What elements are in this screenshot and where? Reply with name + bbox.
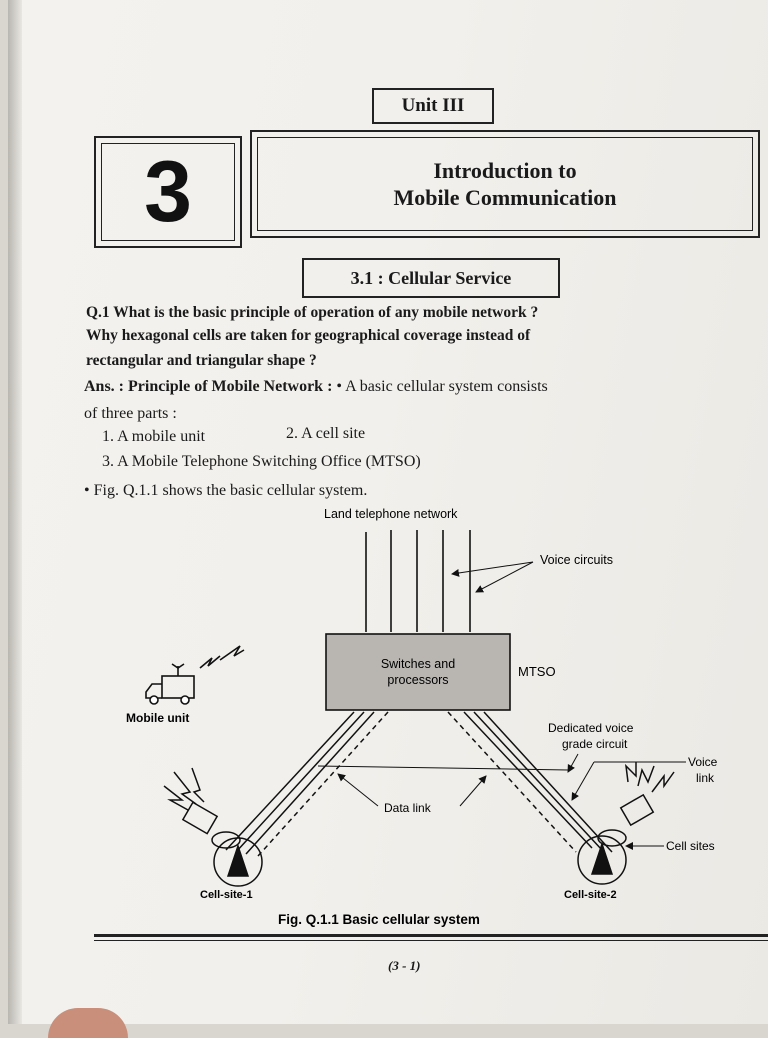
cell-site-2-icon [577, 762, 675, 885]
book-page: Unit III 3 Introduction to Mobile Commun… [8, 0, 768, 1024]
question-line-1: Q.1 What is the basic principle of opera… [86, 304, 539, 321]
cell-site-2-label: Cell-site-2 [564, 889, 617, 901]
right-links [447, 711, 613, 853]
voice-circuits-label: Voice circuits [540, 553, 613, 567]
voice-circuits-arrow-2 [475, 561, 534, 593]
answer-line-1: Ans. : Principle of Mobile Network : • A… [84, 378, 548, 396]
voice-circuits-arrow-1 [451, 561, 534, 577]
dedicated-circuit-line-1: Dedicated voice [548, 721, 634, 735]
cell-sites-label: Cell sites [666, 839, 715, 853]
chapter-number: 3 [101, 143, 235, 241]
cell-site-1-label: Cell-site-1 [200, 889, 253, 901]
voice-link-label-line-1: Voice [688, 755, 718, 769]
chapter-title-line-2: Mobile Communication [393, 185, 617, 210]
dedicated-circuit-line-2: grade circuit [562, 737, 628, 751]
switches-label-line-2: processors [387, 673, 448, 687]
data-link-arrow-left [337, 773, 379, 807]
cell-site-1-icon [163, 767, 263, 887]
mobile-unit-label: Mobile unit [126, 711, 189, 725]
land-network-label: Land telephone network [324, 507, 458, 521]
mtso-label: MTSO [518, 664, 556, 679]
answer-item-3: 3. A Mobile Telephone Switching Office (… [102, 453, 421, 470]
voice-link-arrow [571, 761, 595, 801]
question-line-2: Why hexagonal cells are taken for geogra… [86, 327, 531, 344]
footer-rule [94, 934, 768, 937]
unit-label: Unit III [372, 88, 494, 124]
left-links [225, 711, 389, 857]
footer-rule-thin [94, 940, 768, 941]
chapter-title-line-1: Introduction to [433, 158, 577, 183]
section-heading: 3.1 : Cellular Service [302, 258, 560, 298]
cellular-system-diagram: Land telephone network Voice circuits Sw… [126, 507, 718, 927]
answer-line-2: of three parts : [84, 405, 177, 422]
switches-box [325, 633, 511, 711]
switches-label-line-1: Switches and [381, 657, 455, 671]
figure-caption: Fig. Q.1.1 Basic cellular system [278, 912, 480, 927]
dedicated-circuit-arrow [567, 753, 579, 773]
answer-bullet-text: • A basic cellular system consists [336, 378, 548, 395]
land-lines [365, 530, 471, 632]
chapter-title-box: Introduction to Mobile Communication [250, 130, 760, 238]
answer-item-2: 2. A cell site [286, 425, 366, 442]
figure-reference: • Fig. Q.1.1 shows the basic cellular sy… [84, 482, 368, 499]
mobile-unit-icon [145, 645, 245, 705]
answer-item-1: 1. A mobile unit [102, 428, 206, 445]
dedicated-circuit-leader [317, 765, 569, 771]
data-link-label: Data link [384, 801, 432, 815]
answer-lead: Ans. : Principle of Mobile Network : [84, 378, 337, 395]
question-line-3: rectangular and triangular shape ? [86, 352, 317, 369]
chapter-title: Introduction to Mobile Communication [257, 137, 753, 231]
page-number: (3 - 1) [388, 958, 421, 973]
chapter-number-box: 3 [94, 136, 242, 248]
page-binding-shadow [8, 0, 22, 1024]
voice-link-label-line-2: link [696, 771, 715, 785]
data-link-arrow-right [459, 775, 487, 807]
